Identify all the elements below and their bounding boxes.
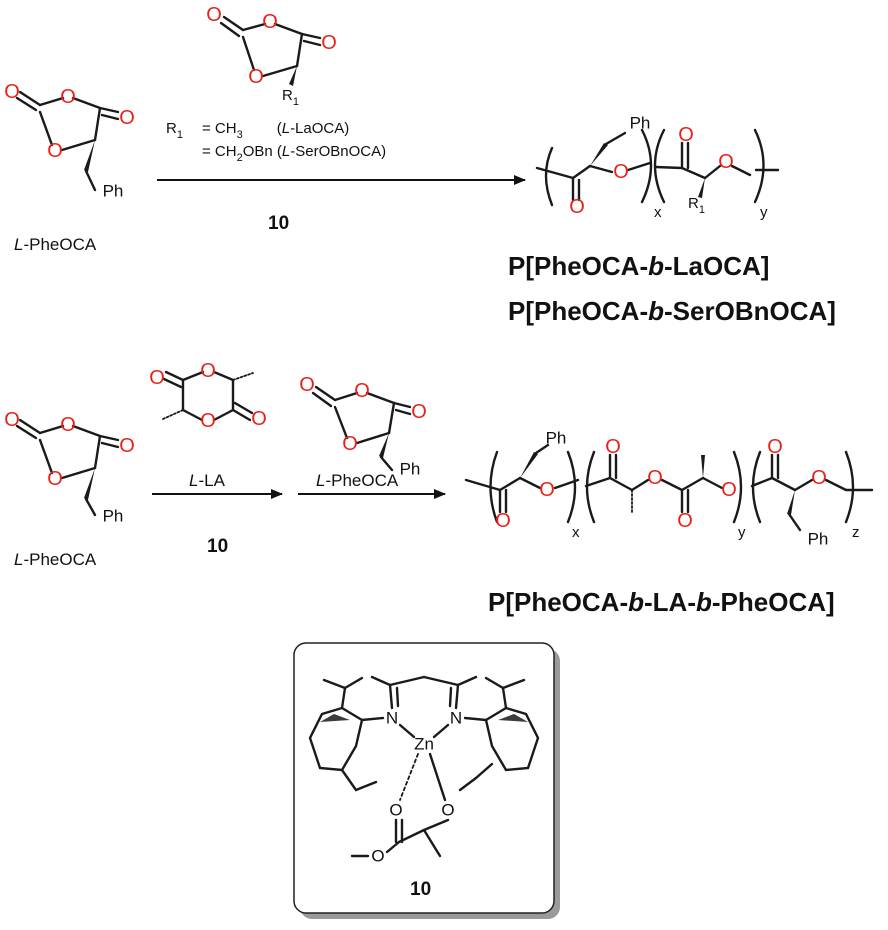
zinc-atom: Zn bbox=[414, 735, 434, 754]
oxygen-atom: O bbox=[354, 380, 370, 402]
product-name-1: P[PheOCA-b-LaOCA] bbox=[508, 251, 769, 281]
product-name-2: P[PheOCA-b-SerOBnOCA] bbox=[508, 296, 836, 326]
oxygen-atom: O bbox=[206, 4, 222, 26]
pheoca-monomer-structure-1: O O O O Ph bbox=[4, 81, 135, 201]
oxygen-atom: O bbox=[200, 360, 216, 382]
oxygen-atom: O bbox=[60, 86, 76, 108]
oxygen-atom: O bbox=[251, 408, 267, 430]
oxygen-atom: O bbox=[539, 479, 555, 501]
oxygen-atom: O bbox=[411, 401, 427, 423]
oxygen-atom: O bbox=[4, 81, 20, 103]
monomer-label-2: L-PheOCA bbox=[14, 550, 97, 569]
triblock-copolymer-structure: O O O O O O O O Ph Ph x y z bbox=[464, 429, 874, 549]
r1-substituent: R1 bbox=[688, 195, 705, 216]
oxygen-atom: O bbox=[767, 436, 783, 458]
oxygen-atom: O bbox=[321, 32, 337, 54]
nitrogen-right: N bbox=[450, 709, 462, 728]
oxygen-atom: O bbox=[647, 467, 663, 489]
catalyst-label-1: 10 bbox=[268, 213, 289, 234]
oxygen-atom: O bbox=[149, 367, 165, 389]
product-name-3: P[PheOCA-b-LA-b-PheOCA] bbox=[488, 587, 835, 617]
catalyst-structure: N N Zn O O O 10 bbox=[308, 675, 540, 900]
oxygen-atom: O bbox=[60, 414, 76, 436]
oxygen-atom: O bbox=[342, 433, 358, 455]
oxygen-atom: O bbox=[613, 161, 629, 183]
pheoca-monomer-structure-2: O O O O Ph bbox=[4, 409, 135, 526]
nitrogen-left: N bbox=[386, 709, 398, 728]
phenyl-label: Ph bbox=[400, 460, 421, 479]
r1-definition-lactate: = CH3(L-LaOCA) bbox=[202, 120, 349, 141]
oxygen-methoxy: O bbox=[371, 847, 384, 866]
block-copolymer-structure-1: O O O O Ph R1 x y bbox=[535, 114, 780, 221]
oxygen-atom: O bbox=[678, 124, 694, 146]
step2-reagent-label: L-PheOCA bbox=[316, 471, 399, 490]
r1-definition-label: R1 bbox=[166, 120, 183, 141]
oxygen-atom: O bbox=[47, 140, 63, 162]
oxygen-carbonyl: O bbox=[389, 801, 402, 820]
pheoca-reagent-structure: O O O O Ph bbox=[299, 374, 427, 479]
oxygen-atom: O bbox=[47, 468, 63, 490]
oxygen-atom: O bbox=[718, 151, 734, 173]
subscript-y: y bbox=[738, 524, 746, 541]
oca-comonomer-structure: O O O O R1 bbox=[206, 4, 337, 108]
catalyst-box bbox=[293, 642, 555, 914]
catalyst-box-label: 10 bbox=[410, 879, 431, 900]
oxygen-atom: O bbox=[119, 435, 135, 457]
r1-substituent: R1 bbox=[282, 87, 299, 108]
phenyl-label: Ph bbox=[103, 507, 124, 526]
phenyl-label: Ph bbox=[808, 530, 829, 549]
oxygen-atom: O bbox=[262, 11, 278, 33]
oxygen-atom: O bbox=[811, 467, 827, 489]
phenyl-label: Ph bbox=[546, 429, 567, 448]
oxygen-atom: O bbox=[200, 410, 216, 432]
oxygen-atom: O bbox=[299, 374, 315, 396]
monomer-label-1: L-PheOCA bbox=[14, 235, 97, 254]
subscript-x: x bbox=[654, 204, 662, 221]
oxygen-atom: O bbox=[119, 107, 135, 129]
oxygen-atom: O bbox=[569, 196, 585, 218]
phenyl-label: Ph bbox=[103, 182, 124, 201]
catalyst-label-2: 10 bbox=[207, 536, 228, 557]
oxygen-atom: O bbox=[677, 510, 693, 532]
subscript-y: y bbox=[760, 204, 768, 221]
subscript-x: x bbox=[572, 524, 580, 541]
oxygen-atom: O bbox=[721, 479, 737, 501]
subscript-z: z bbox=[852, 524, 860, 541]
oxygen-atom: O bbox=[4, 409, 20, 431]
r1-definition-serine: = CH2OBn (L-SerOBnOCA) bbox=[202, 143, 386, 164]
oxygen-alkoxide: O bbox=[441, 801, 454, 820]
step1-reagent-label: L-LA bbox=[189, 471, 226, 490]
oxygen-atom: O bbox=[248, 66, 264, 88]
oxygen-atom: O bbox=[495, 510, 511, 532]
oxygen-atom: O bbox=[605, 436, 621, 458]
phenyl-label: Ph bbox=[630, 114, 651, 133]
lactide-structure: O O O O bbox=[149, 360, 267, 432]
